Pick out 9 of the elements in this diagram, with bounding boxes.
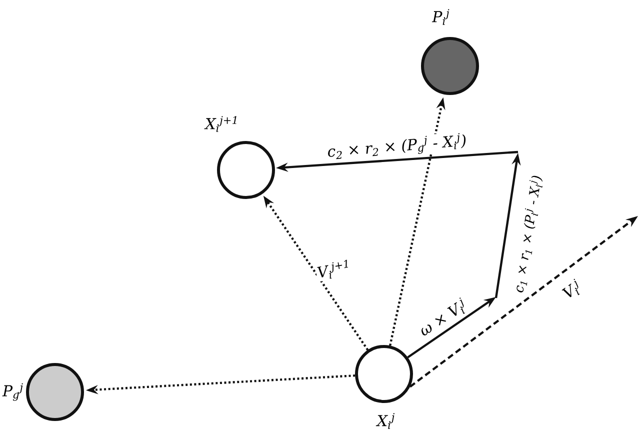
- node-label: X$_{i}$j+1: [204, 116, 236, 132]
- edge-label: V$_{i}$j+1: [314, 258, 354, 282]
- node-label: P$_{g}$j: [2, 383, 23, 401]
- edge-label: V$_{i}$j: [558, 276, 586, 304]
- node-label: X$_{i}$j: [376, 413, 394, 429]
- node-label: P$_{i}$j: [432, 9, 450, 25]
- vector-label: c$_{1}$ × r$_{1}$ × (P$_{i}$$^{j}$ - X$_{i}$$^{j}$): [516, 176, 543, 292]
- edge-label: ω × V$_{i}$j: [415, 296, 471, 340]
- edge-label: c$_{2}$ × r$_{2}$ × (P$_{g}$$^{j}$ - X$_{i}$$^{j}$): [326, 132, 468, 162]
